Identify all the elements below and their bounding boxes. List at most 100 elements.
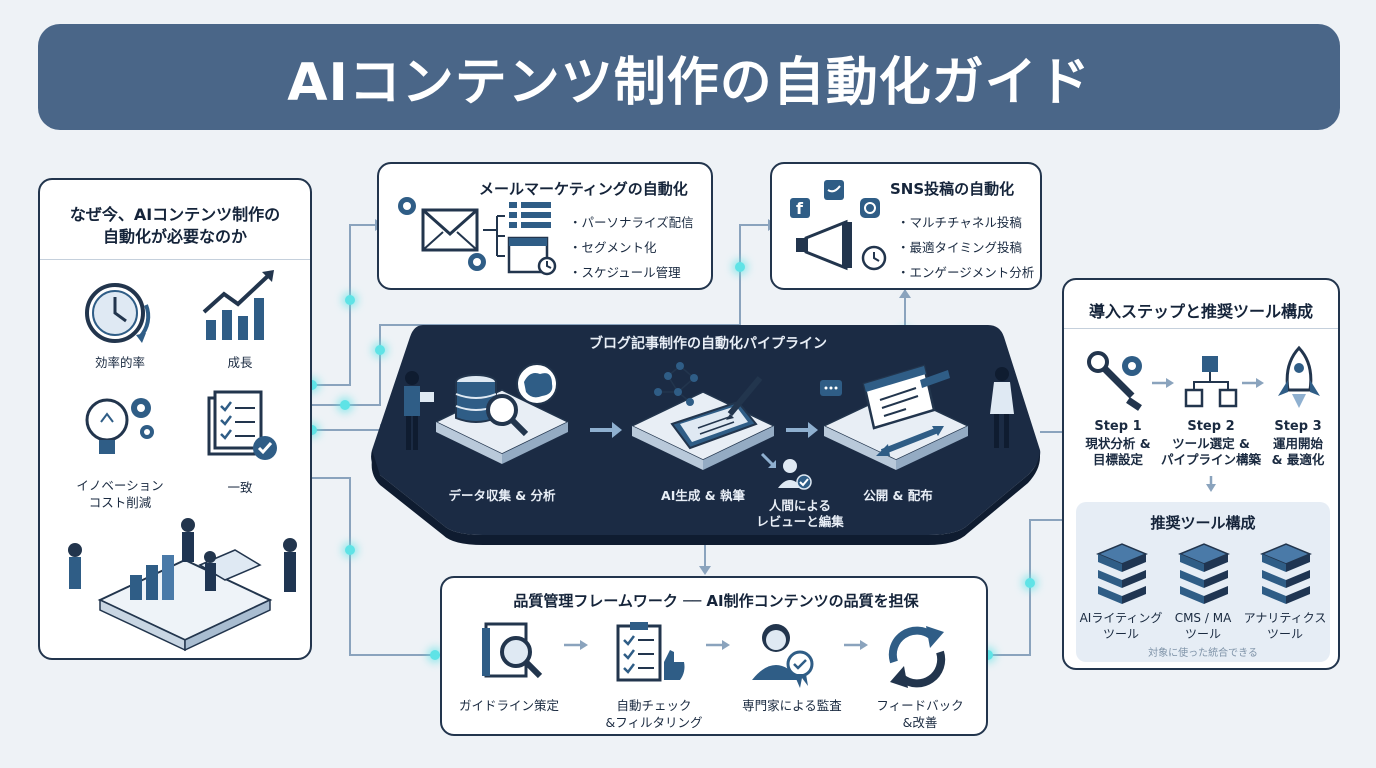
clock-icon [85, 283, 151, 343]
list-item: セグメント化 [569, 237, 694, 256]
megaphone-social-icon: f [790, 180, 887, 271]
step-title: Step 2 [1187, 419, 1235, 434]
sns-heading: SNS投稿の自動化 [890, 180, 1015, 198]
human-review-label: 人間による レビューと編集 [740, 498, 860, 531]
flow-arrow-icon [590, 422, 622, 438]
step-line1: ツール選定 & [1172, 435, 1250, 451]
step-item: Step 3 運用開始 & 最適化 [1254, 418, 1342, 469]
lightbulb-gear-icon [85, 398, 154, 454]
connector-dot [735, 262, 745, 272]
list-item: スケジュール管理 [569, 262, 694, 281]
pipeline-stage-label: データ収集 & 分析 [448, 488, 556, 503]
tool-line2: ツール [1266, 627, 1303, 642]
pipeline-stage-label: 公開 & 配布 [863, 488, 933, 503]
why-item-label: 成長 [227, 355, 253, 370]
quality-step-line2: &改善 [902, 714, 938, 730]
list-item: エンゲージメント分析 [897, 262, 1035, 281]
tool-line1: CMS / MA [1174, 611, 1232, 625]
flow-arrow-icon [844, 640, 868, 650]
why-heading-line1: なぜ今、AIコンテンツ制作の [69, 205, 281, 224]
email-card: メールマーケティングの自動化 パーソナライズ配信 セグメント化 スケジュール管理 [377, 162, 713, 290]
quality-step-label: 自動チェック &フィルタリング [594, 698, 714, 732]
connector-dot [307, 380, 317, 390]
connector-dot [345, 295, 355, 305]
connector-dot [345, 545, 355, 555]
person-figure [404, 371, 434, 450]
list-calendar-icon [507, 202, 557, 276]
sns-card: SNS投稿の自動化 f マルチチャネル投稿 最適タイミング投稿 エンゲージメント… [770, 162, 1042, 290]
page-title: AIコンテンツ制作の自動化ガイド [287, 52, 1091, 113]
quality-step-label: フィードバック &改善 [860, 698, 980, 732]
checklist-icon [207, 390, 277, 460]
connector-dot [983, 650, 993, 660]
tools-footnote: 対象に使った統合できる [1148, 648, 1258, 659]
tool-label: アナリティクス ツール [1240, 610, 1330, 642]
server-stack-icon [1178, 543, 1230, 604]
why-heading-line2: 自動化が必要なのか [102, 227, 247, 247]
connector-dot [307, 425, 317, 435]
why-item-label: イノベーション コスト削減 [60, 478, 180, 512]
why-panel: なぜ今、AIコンテンツ制作の 自動化が必要なのか 効率的率 成長 イノベーション… [38, 178, 312, 660]
email-feature-list: パーソナライズ配信 セグメント化 スケジュール管理 [569, 206, 694, 287]
list-item: パーソナライズ配信 [569, 212, 694, 231]
flow-arrow-icon [1242, 378, 1264, 388]
step-item: Step 2 ツール選定 & パイプライン構築 [1156, 418, 1266, 469]
publish-distribute-icon [820, 364, 970, 470]
rocket-icon [1278, 345, 1320, 408]
step-title: Step 3 [1274, 419, 1322, 434]
quality-step-line1: ガイドライン策定 [458, 698, 559, 713]
quality-step-line1: 自動チェック [616, 698, 692, 713]
person-figure [990, 367, 1014, 448]
human-review-label-line1: 人間による [768, 498, 832, 513]
feedback-cycle-icon [888, 626, 946, 688]
email-heading: メールマーケティングの自動化 [479, 180, 688, 198]
connector-dot [430, 650, 440, 660]
flow-arrow-icon [564, 640, 588, 650]
step-line1: 運用開始 [1272, 435, 1323, 451]
tool-label: CMS / MA ツール [1158, 610, 1248, 642]
why-item-label-line1: イノベーション [76, 478, 164, 493]
tools-heading: 推奨ツール構成 [1150, 514, 1256, 532]
step-line2: 目標設定 [1092, 452, 1143, 468]
divider [1064, 328, 1338, 329]
pipeline-heading: ブログ記事制作の自動化パイプライン [589, 336, 827, 352]
step-line2: & 最適化 [1271, 452, 1325, 468]
team-illustration [68, 518, 297, 652]
flow-arrow-icon [786, 422, 818, 438]
tool-line2: ツール [1184, 627, 1221, 642]
growth-chart-icon [202, 270, 274, 340]
step-line2: パイプライン構築 [1160, 452, 1261, 468]
quality-step-line1: フィードバック [876, 698, 964, 713]
pipeline-stage-label: AI生成 & 執筆 [661, 488, 745, 503]
checklist-thumbsup-icon [616, 622, 685, 682]
ai-writing-icon [630, 362, 776, 470]
step-line1: 現状分析 & [1085, 435, 1151, 451]
why-item-label: 効率的率 [94, 355, 145, 370]
tool-line1: アナリティクス [1243, 611, 1327, 625]
tools-subpanel: 推奨ツール構成 AIライティング ツール CMS / MA ツール [1076, 502, 1330, 662]
svg-text:f: f [796, 199, 804, 218]
why-heading: なぜ今、AIコンテンツ制作の 自動化が必要なのか [40, 204, 310, 249]
quality-step-line2: &フィルタリング [605, 714, 703, 730]
connector-dot [375, 345, 385, 355]
step-item: Step 1 現状分析 & 目標設定 [1070, 418, 1166, 469]
wrench-gear-icon [1087, 351, 1142, 411]
flow-arrow-down-icon [1206, 476, 1216, 492]
why-item-label: 一致 [227, 480, 253, 495]
quality-heading: 品質管理フレームワーク ── AI制作コンテンツの品質を担保 [513, 592, 919, 610]
data-collection-icon [434, 363, 570, 464]
expert-audit-icon [752, 624, 814, 688]
human-review-icon [760, 452, 812, 490]
connector-dot [340, 400, 350, 410]
server-stack-icon [1260, 543, 1312, 604]
pipeline-build-icon [1184, 356, 1238, 408]
connector-dot [1025, 578, 1035, 588]
steps-tools-panel: 導入ステップと推奨ツール構成 Step 1 現状分析 & 目標設定 Step 2… [1062, 278, 1340, 670]
step-title: Step 1 [1094, 419, 1142, 434]
human-review-label-line2: レビューと編集 [756, 514, 844, 530]
email-envelope-icon [398, 197, 505, 271]
quality-step-label: 専門家による監査 [732, 698, 852, 715]
sns-feature-list: マルチチャネル投稿 最適タイミング投稿 エンゲージメント分析 [897, 206, 1035, 287]
why-item-label-line2: コスト削減 [88, 494, 152, 510]
quality-step-label: ガイドライン策定 [454, 698, 564, 715]
